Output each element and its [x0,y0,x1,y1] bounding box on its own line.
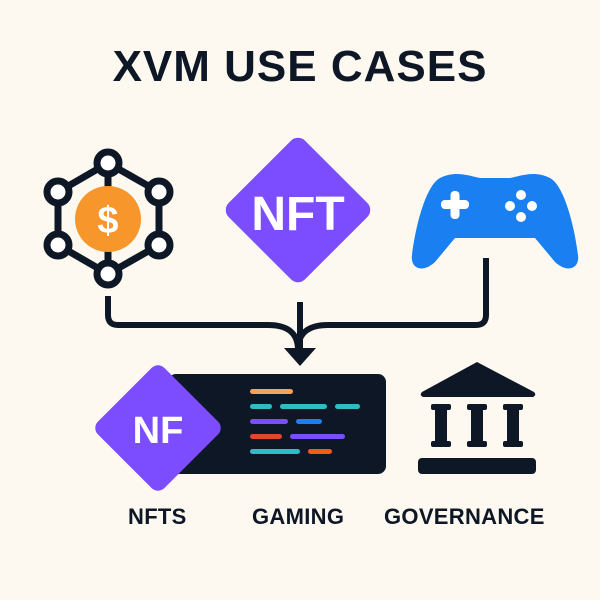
svg-text:NF: NF [133,410,184,452]
dollar-sign-icon: $ [97,200,118,242]
page-title: XVM USE CASES [112,42,488,91]
code-line-segment [280,404,327,409]
code-line-segment [250,449,300,454]
code-line-segment [250,419,288,424]
label-gaming: GAMING [252,504,345,529]
code-line-segment [308,449,332,454]
arrow-head-icon [284,348,316,366]
connector-lines [105,258,489,351]
nft-diamond-icon: NFT [225,137,371,283]
code-line-segment [335,404,360,409]
defi-network-icon: $ [43,148,174,289]
code-panel [168,374,386,474]
code-line-segment [250,434,282,439]
code-line-segment [250,389,293,394]
code-line-segment [250,404,272,409]
nft-badge-icon: NF [95,365,221,491]
code-line-segment [290,434,345,439]
code-line-segment [296,419,322,424]
label-governance: GOVERNANCE [384,504,545,529]
label-nfts: NFTS [128,504,187,529]
svg-text:NFT: NFT [251,188,344,241]
governance-building-icon [418,362,536,474]
gamepad-icon [411,173,579,269]
